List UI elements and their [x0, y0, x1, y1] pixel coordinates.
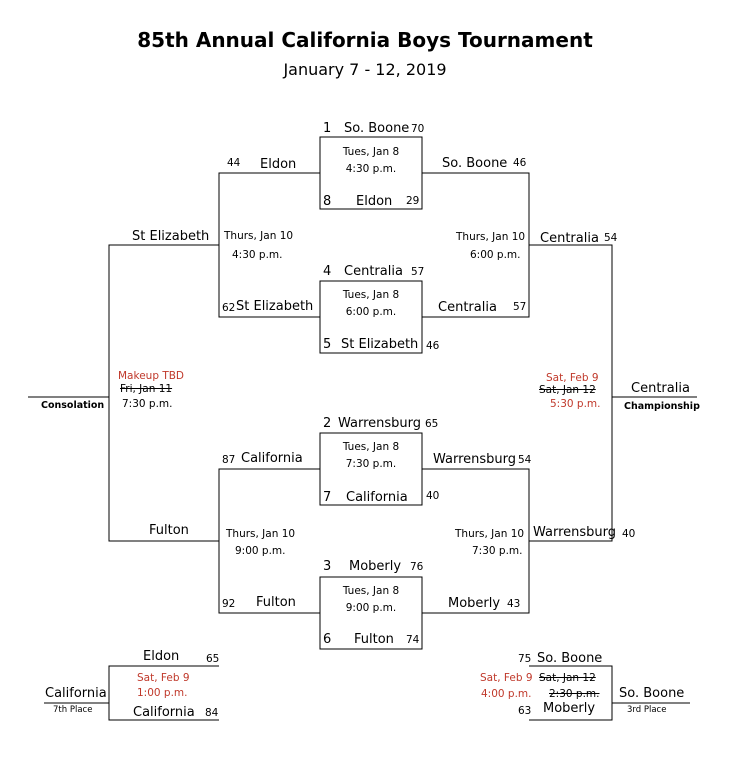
seed: 4: [323, 264, 332, 279]
team-name: Eldon: [356, 194, 393, 209]
score: 65: [425, 418, 439, 430]
team-name: Moberly: [349, 559, 402, 574]
game-time: 9:00 p.m.: [235, 545, 286, 557]
team-name: California: [241, 451, 303, 466]
game-time: 7:30 p.m.: [345, 458, 397, 470]
team-name: Fulton: [354, 632, 394, 647]
team-name: So. Boone: [344, 121, 410, 136]
game-date: Thurs, Jan 10: [224, 230, 294, 242]
game-time: 6:00 p.m.: [470, 249, 521, 261]
score: 84: [205, 707, 219, 719]
team-name: Moberly: [543, 701, 596, 716]
seed: 3: [323, 559, 332, 574]
score: 46: [513, 157, 527, 169]
seed: 7: [323, 490, 332, 505]
score: 76: [410, 561, 424, 573]
game-date: Tues, Jan 8: [342, 441, 400, 453]
score: 62: [222, 302, 236, 314]
page-title: 85th Annual California Boys Tournament: [137, 28, 593, 52]
score: 46: [426, 340, 440, 352]
team-name: Fulton: [256, 595, 296, 610]
score: 57: [411, 266, 425, 278]
game-time: 9:00 p.m.: [345, 602, 397, 614]
seventh-place-team: California: [45, 686, 107, 701]
team-name: California: [133, 705, 195, 720]
champion-team: Centralia: [631, 381, 690, 396]
score: 40: [622, 528, 636, 540]
score: 57: [513, 301, 527, 313]
team-name: California: [346, 490, 408, 505]
score: 29: [406, 195, 420, 207]
game-date: Tues, Jan 8: [342, 146, 400, 158]
championship-label: Championship: [624, 401, 700, 412]
team-name: Fulton: [149, 523, 189, 538]
score: 87: [222, 454, 236, 466]
team-name: Warrensburg: [433, 452, 517, 467]
game-date: Tues, Jan 8: [342, 585, 400, 597]
bracket-left-lower: [218, 468, 320, 614]
original-date: Fri, Jan 11: [120, 383, 173, 395]
original-time: 2:30 p.m.: [549, 688, 600, 700]
score: 40: [426, 490, 440, 502]
game-time: 7:30 p.m.: [122, 398, 173, 410]
team-name: Centralia: [540, 231, 599, 246]
third-place-label: 3rd Place: [627, 705, 667, 715]
team-name: Centralia: [344, 264, 403, 279]
game-time: 4:30 p.m.: [232, 249, 283, 261]
consolation-label: Consolation: [41, 400, 105, 411]
team-name: St Elizabeth: [236, 299, 314, 314]
bracket-championship: [529, 244, 613, 542]
score: 92: [222, 598, 236, 610]
game-time: 1:00 p.m.: [137, 687, 188, 699]
seed: 8: [323, 194, 332, 209]
original-date: Sat, Jan 12: [539, 384, 596, 396]
game-date: Tues, Jan 8: [342, 289, 400, 301]
score: 43: [507, 598, 521, 610]
new-time: 4:00 p.m.: [481, 688, 532, 700]
score: 63: [518, 705, 532, 717]
game-time: 4:30 p.m.: [345, 163, 397, 175]
bracket-consolation: [108, 244, 219, 542]
game-time: 5:30 p.m.: [550, 398, 601, 410]
seed: 1: [323, 121, 332, 136]
seed: 5: [323, 337, 332, 352]
score: 75: [518, 653, 532, 665]
team-name: Moberly: [448, 596, 501, 611]
team-name: St Elizabeth: [341, 337, 419, 352]
seventh-place-label: 7th Place: [53, 705, 93, 715]
score: 74: [406, 634, 420, 646]
game-time: 7:30 p.m.: [472, 545, 523, 557]
makeup-note: Makeup TBD: [118, 370, 185, 382]
seed: 6: [323, 632, 332, 647]
score: 54: [518, 454, 532, 466]
seed: 2: [323, 416, 332, 431]
new-date: Sat, Feb 9: [546, 372, 599, 384]
score: 44: [227, 157, 241, 169]
team-name: Warrensburg: [533, 525, 617, 540]
score: 70: [411, 123, 425, 135]
third-place-team: So. Boone: [619, 686, 685, 701]
team-name: Eldon: [143, 649, 180, 664]
score: 54: [604, 232, 618, 244]
team-name: St Elizabeth: [132, 229, 210, 244]
team-name: Centralia: [438, 300, 497, 315]
team-name: So. Boone: [537, 651, 603, 666]
bracket-right-upper: [422, 172, 530, 318]
page-subtitle: January 7 - 12, 2019: [283, 60, 447, 79]
game-time: 6:00 p.m.: [345, 306, 397, 318]
game-date: Thurs, Jan 10: [226, 528, 296, 540]
game-date: Thurs, Jan 10: [455, 528, 525, 540]
team-name: Warrensburg: [338, 416, 422, 431]
original-date: Sat, Jan 12: [539, 672, 596, 684]
game-date: Thurs, Jan 10: [456, 231, 526, 243]
new-date: Sat, Feb 9: [137, 672, 190, 684]
team-name: So. Boone: [442, 156, 508, 171]
bracket-seventh: [108, 665, 219, 721]
new-date: Sat, Feb 9: [480, 672, 533, 684]
bracket-third: [529, 665, 613, 721]
score: 65: [206, 653, 220, 665]
bracket-left-upper: [218, 172, 320, 318]
team-name: Eldon: [260, 157, 297, 172]
